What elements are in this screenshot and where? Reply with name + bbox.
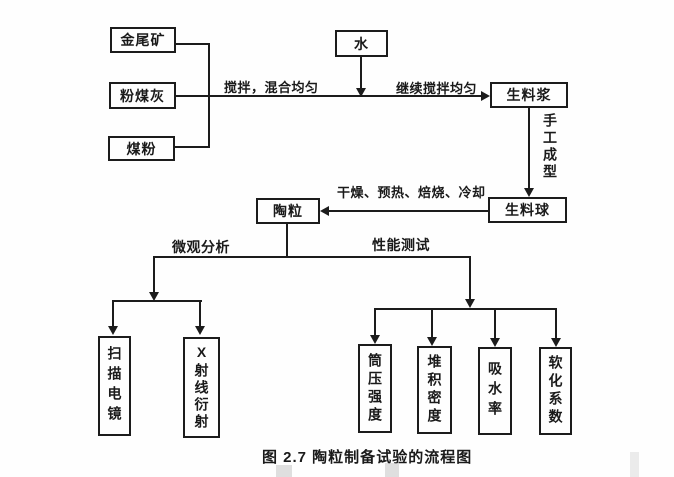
connector-gold-stub	[176, 43, 210, 45]
connector-to-softening-coefficient	[555, 308, 557, 338]
connector-water-drop	[360, 57, 362, 89]
arrowhead-into-bulk-density	[427, 337, 437, 346]
connector-to-xrd	[199, 300, 201, 326]
connector-slurry-pellet	[528, 108, 530, 189]
node-xrd: X射线衍射	[183, 337, 220, 438]
arrowhead-left-branch	[149, 292, 159, 301]
node-coal-powder: 煤粉	[108, 136, 175, 161]
scan-artifact	[630, 452, 639, 477]
arrowhead-into-water-absorption	[490, 338, 500, 347]
node-raw-pellet: 生料球	[488, 197, 567, 223]
node-water-absorption: 吸水率	[478, 347, 512, 435]
label-mix: 搅拌，混合均匀	[224, 80, 319, 95]
connector-ceramsite-drop	[286, 224, 288, 257]
connector-to-bulk-density	[431, 308, 433, 337]
arrowhead-into-pellet	[524, 188, 534, 197]
scan-artifact	[276, 465, 292, 477]
node-fly-ash: 粉煤灰	[109, 82, 176, 109]
connector-coal-stub	[175, 146, 210, 148]
connector-left-split	[112, 300, 202, 302]
arrowhead-into-softening-coefficient	[551, 338, 561, 347]
scan-artifact	[385, 463, 399, 477]
arrowhead-into-cylinder-strength	[370, 335, 380, 344]
arrowhead-right-branch	[465, 299, 475, 308]
node-ceramsite: 陶粒	[256, 198, 320, 224]
node-raw-slurry: 生料浆	[490, 82, 568, 108]
label-hand-forming: 手工成型	[542, 113, 558, 181]
connector-right-branch	[469, 256, 471, 299]
connector-right-split	[374, 308, 557, 310]
arrowhead-water-down	[356, 88, 366, 97]
connector-mix-line	[176, 95, 481, 97]
figure-caption: 图 2.7 陶粒制备试验的流程图	[262, 449, 473, 466]
connector-to-cylinder-strength	[374, 308, 376, 335]
node-bulk-density: 堆积密度	[417, 346, 452, 434]
node-cylinder-strength: 筒压强度	[358, 344, 392, 433]
node-water: 水	[335, 30, 388, 57]
arrowhead-into-xrd	[195, 326, 205, 335]
label-dry-preheat-roast-cool: 干燥、预热、焙烧、冷却	[337, 185, 486, 200]
label-performance-test: 性能测试	[372, 237, 430, 253]
connector-split-horizontal	[153, 256, 471, 258]
arrowhead-into-slurry	[481, 91, 490, 101]
connector-pellet-ceramsite	[329, 210, 488, 212]
arrowhead-into-sem	[108, 326, 118, 335]
connector-to-sem	[112, 300, 114, 326]
arrowhead-into-ceramsite	[320, 206, 329, 216]
node-sem: 扫描电镜	[98, 336, 131, 436]
label-micro-analysis: 微观分析	[172, 239, 230, 255]
label-continue-mix: 继续搅拌均匀	[396, 81, 478, 96]
node-softening-coefficient: 软化系数	[539, 347, 572, 435]
node-gold-tailings: 金尾矿	[110, 27, 176, 53]
connector-left-branch	[153, 256, 155, 292]
connector-to-water-absorption	[494, 308, 496, 338]
